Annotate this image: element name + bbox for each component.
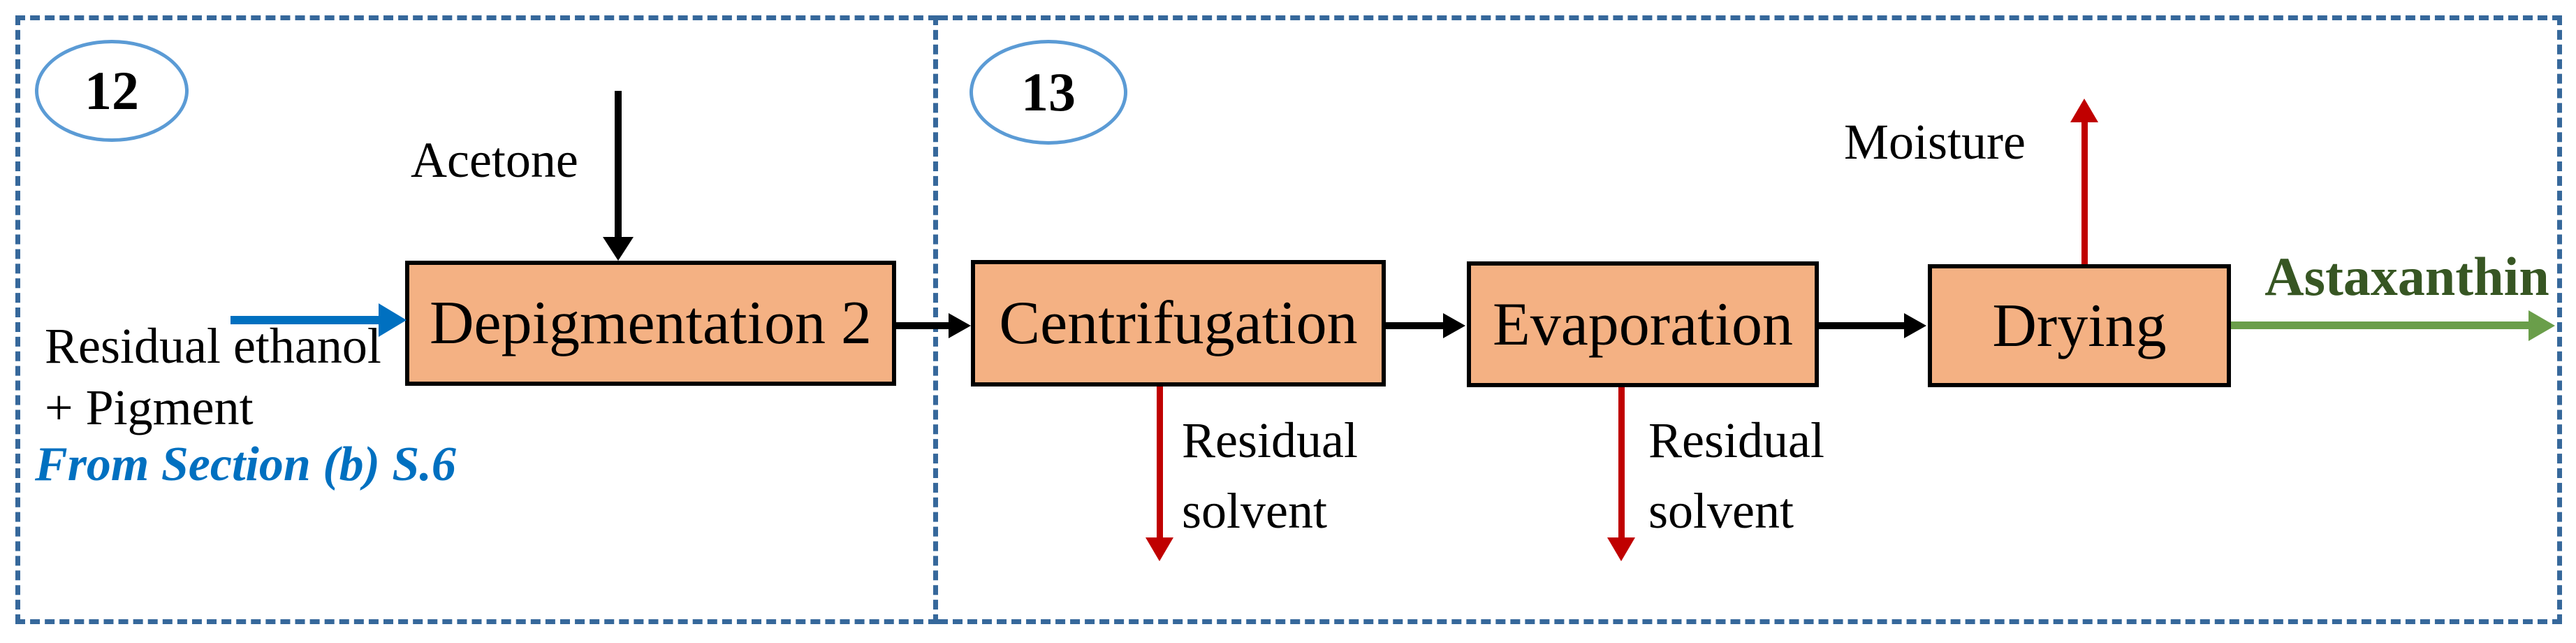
product-arrowhead-right-icon: [2529, 310, 2555, 341]
centrifugation-label: Centrifugation: [999, 289, 1358, 357]
flow-arrow-3-line: [1819, 322, 1905, 329]
residual-solvent-1-line1: Residual: [1182, 412, 1358, 468]
feed-label: Residual ethanol + Pigment: [45, 316, 381, 439]
acetone-arrowhead-down-icon: [603, 237, 634, 261]
depigmentation-2-label: Depigmentation 2: [430, 289, 872, 357]
section-12-boundary: [15, 15, 938, 624]
moisture-label: Moisture: [1844, 114, 2026, 170]
flow-arrow-1-head-icon: [949, 313, 971, 338]
section-13-badge: 13: [969, 40, 1127, 145]
residual-solvent-2-line1: Residual: [1648, 412, 1824, 468]
residual-solvent-arrow-1-line: [1157, 386, 1163, 539]
feed-label-line1: Residual ethanol: [45, 318, 381, 374]
feed-source-label: From Section (b) S.6: [35, 438, 456, 491]
section-12-number: 12: [85, 60, 139, 121]
flow-arrow-2-line: [1386, 322, 1444, 329]
product-arrow-line: [2231, 322, 2530, 329]
astaxanthin-label: Astaxanthin: [2264, 246, 2549, 307]
section-13-number: 13: [1021, 62, 1076, 122]
residual-solvent-arrow-1-head-icon: [1146, 537, 1173, 561]
drying-label: Drying: [1992, 291, 2167, 360]
residual-solvent-1-line2: solvent: [1182, 482, 1327, 539]
feed-arrowhead-right-icon: [379, 303, 407, 337]
residual-solvent-2-line2: solvent: [1648, 482, 1794, 539]
flow-arrow-1-line: [896, 322, 950, 329]
process-box-drying: Drying: [1928, 264, 2231, 387]
residual-solvent-label-2: Residual solvent: [1648, 405, 1824, 547]
flow-arrow-3-head-icon: [1904, 313, 1926, 338]
feed-arrow-line: [230, 316, 381, 324]
section-12-badge: 12: [35, 40, 189, 142]
flow-arrow-2-head-icon: [1443, 313, 1465, 338]
moisture-arrowhead-up-icon: [2070, 99, 2098, 122]
process-box-evaporation: Evaporation: [1467, 261, 1819, 387]
acetone-arrow-line: [615, 91, 622, 238]
process-box-centrifugation: Centrifugation: [971, 260, 1386, 386]
evaporation-label: Evaporation: [1492, 290, 1794, 359]
residual-solvent-label-1: Residual solvent: [1182, 405, 1358, 547]
process-box-depigmentation-2: Depigmentation 2: [405, 261, 896, 386]
feed-label-line2: + Pigment: [45, 379, 254, 435]
moisture-arrow-line: [2081, 121, 2088, 264]
residual-solvent-arrow-2-line: [1618, 387, 1625, 539]
acetone-label: Acetone: [411, 132, 578, 188]
residual-solvent-arrow-2-head-icon: [1607, 537, 1635, 561]
section-13-boundary: [938, 15, 2562, 624]
